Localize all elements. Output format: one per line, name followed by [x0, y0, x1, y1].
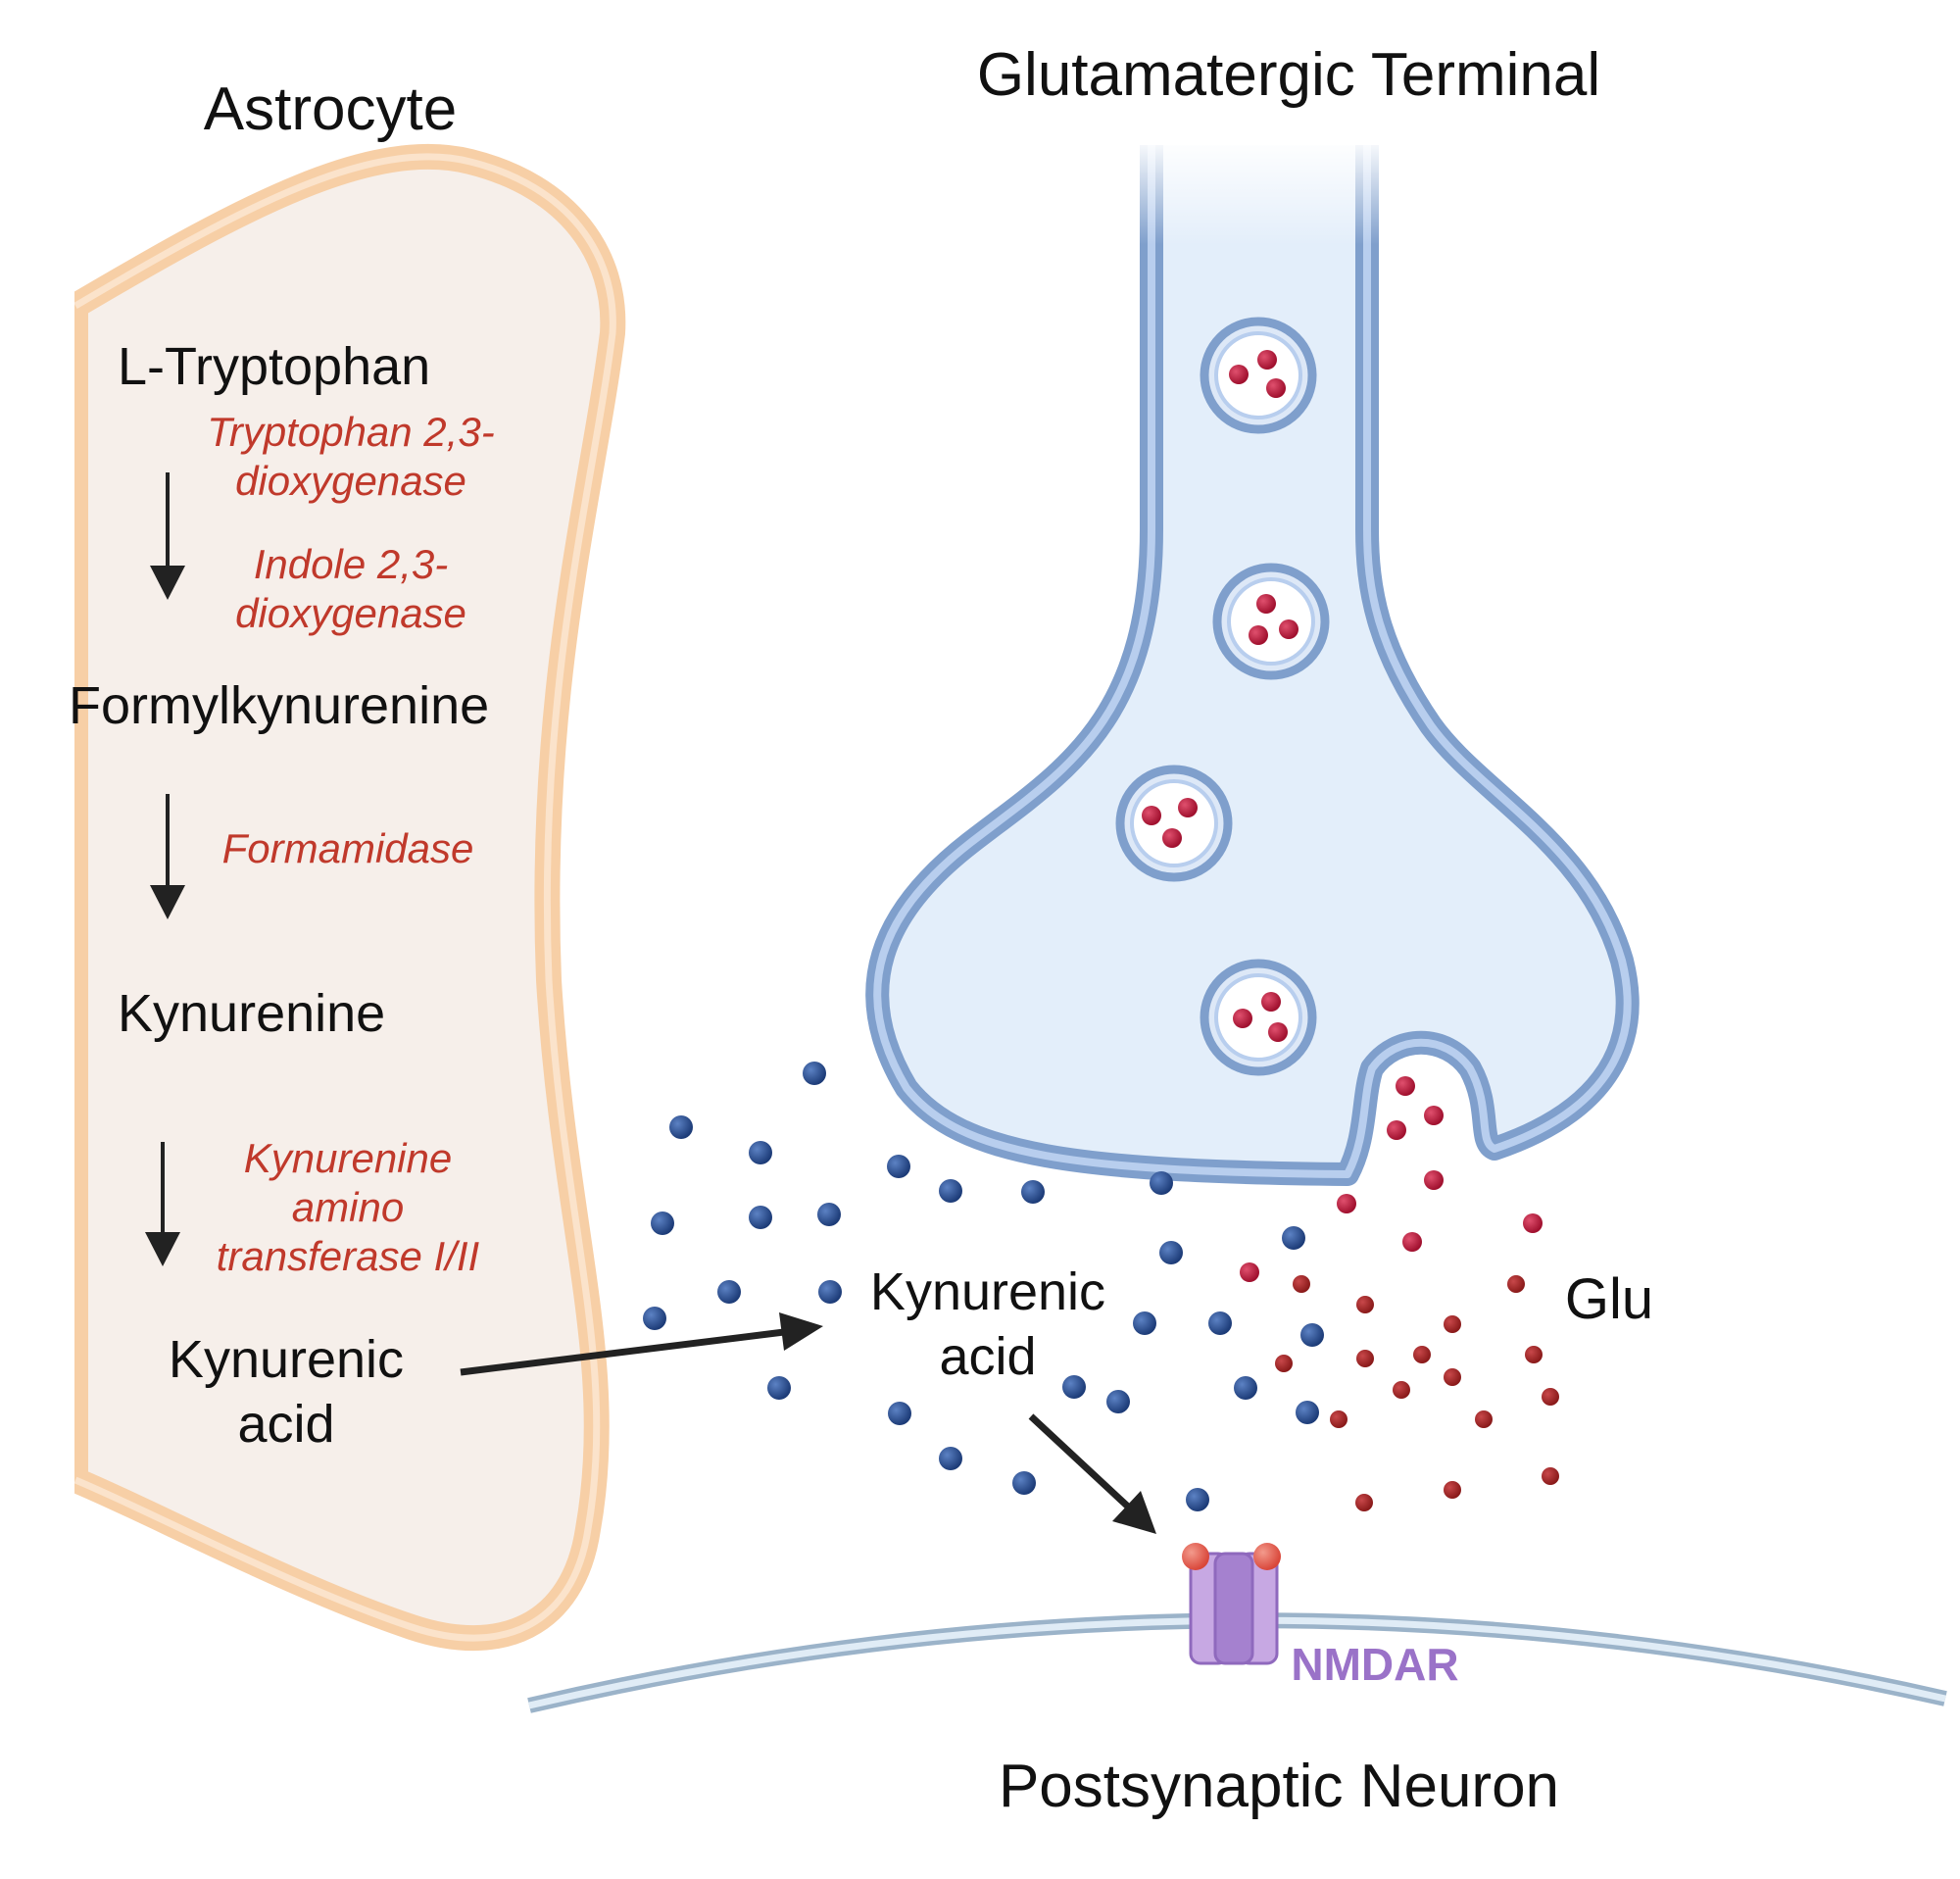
enzyme-tdo-line2: dioxygenase — [235, 458, 466, 504]
vesicles — [1115, 317, 1330, 1076]
kynurenic-acid-molecules — [643, 1062, 1324, 1511]
glutamate-molecules — [1275, 1275, 1559, 1511]
synaptic-vesicle — [1200, 317, 1317, 434]
nmdar-binding-site — [1253, 1543, 1281, 1570]
kynurenic-acid-label-line2: acid — [237, 1395, 334, 1454]
astrocyte-cell — [0, 143, 626, 1652]
synaptic-vesicle — [1200, 959, 1317, 1076]
kynurenine-label: Kynurenine — [118, 984, 385, 1043]
pathway-arrows — [145, 472, 185, 1266]
nmdar-receptor — [1182, 1543, 1281, 1665]
arrow-down-icon — [150, 472, 185, 600]
glu-label: Glu — [1565, 1267, 1653, 1331]
astrocyte-title: Astrocyte — [204, 75, 457, 143]
synaptic-vesicle — [1212, 563, 1330, 680]
arrow-down-icon — [150, 794, 185, 919]
synaptic-kynurenic-acid-line2: acid — [939, 1327, 1036, 1386]
enzyme-kat-line1: Kynurenine — [244, 1135, 452, 1181]
enzyme-kat-line3: transferase I/II — [217, 1233, 480, 1279]
inhibition-arrow — [1028, 1413, 1156, 1534]
postsynaptic-title: Postsynaptic Neuron — [999, 1753, 1559, 1820]
enzyme-ido-line2: dioxygenase — [235, 590, 466, 636]
synaptic-kynurenic-acid-line1: Kynurenic — [870, 1262, 1105, 1321]
enzyme-tdo-line1: Tryptophan 2,3- — [207, 409, 494, 455]
enzyme-kat-line2: amino — [292, 1184, 404, 1230]
arrow-down-icon — [145, 1142, 180, 1266]
nmdar-label: NMDAR — [1291, 1639, 1458, 1690]
released-glutamate — [1240, 1076, 1543, 1282]
enzyme-formamidase: Formamidase — [222, 825, 474, 871]
nmdar-binding-site — [1182, 1543, 1209, 1570]
transport-arrow — [460, 1312, 823, 1376]
enzyme-ido-line1: Indole 2,3- — [254, 541, 448, 587]
formylkynurenine-label: Formylkynurenine — [69, 676, 489, 735]
kynurenic-acid-label-line1: Kynurenic — [169, 1330, 404, 1389]
synaptic-vesicle — [1115, 765, 1233, 882]
terminal-title: Glutamatergic Terminal — [977, 41, 1600, 109]
l-tryptophan-label: L-Tryptophan — [118, 337, 430, 396]
